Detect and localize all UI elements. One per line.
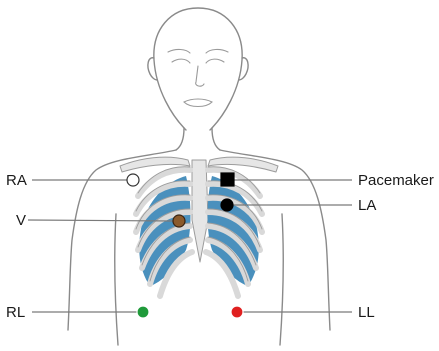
v-electrode-icon (173, 215, 185, 227)
label-v: V (16, 212, 26, 229)
left-eye (172, 59, 190, 63)
la-electrode-icon (221, 199, 233, 211)
pacemaker-square-icon (221, 173, 234, 186)
neck-left (176, 128, 184, 150)
label-ll: LL (358, 304, 375, 321)
label-pacemaker: Pacemaker (358, 172, 434, 189)
right-eye (206, 59, 224, 63)
right-brow (206, 49, 228, 53)
right-flank (280, 214, 283, 345)
face-features (168, 49, 228, 106)
label-rl: RL (6, 304, 25, 321)
label-la: LA (358, 197, 376, 214)
nose (196, 66, 204, 86)
ra-electrode-icon (127, 174, 139, 186)
left-brow (168, 49, 190, 53)
left-flank (115, 214, 118, 345)
mouth (184, 99, 212, 107)
ll-electrode-icon (231, 306, 243, 318)
label-ra: RA (6, 172, 27, 189)
neck-right (212, 128, 220, 150)
rl-electrode-icon (137, 306, 149, 318)
